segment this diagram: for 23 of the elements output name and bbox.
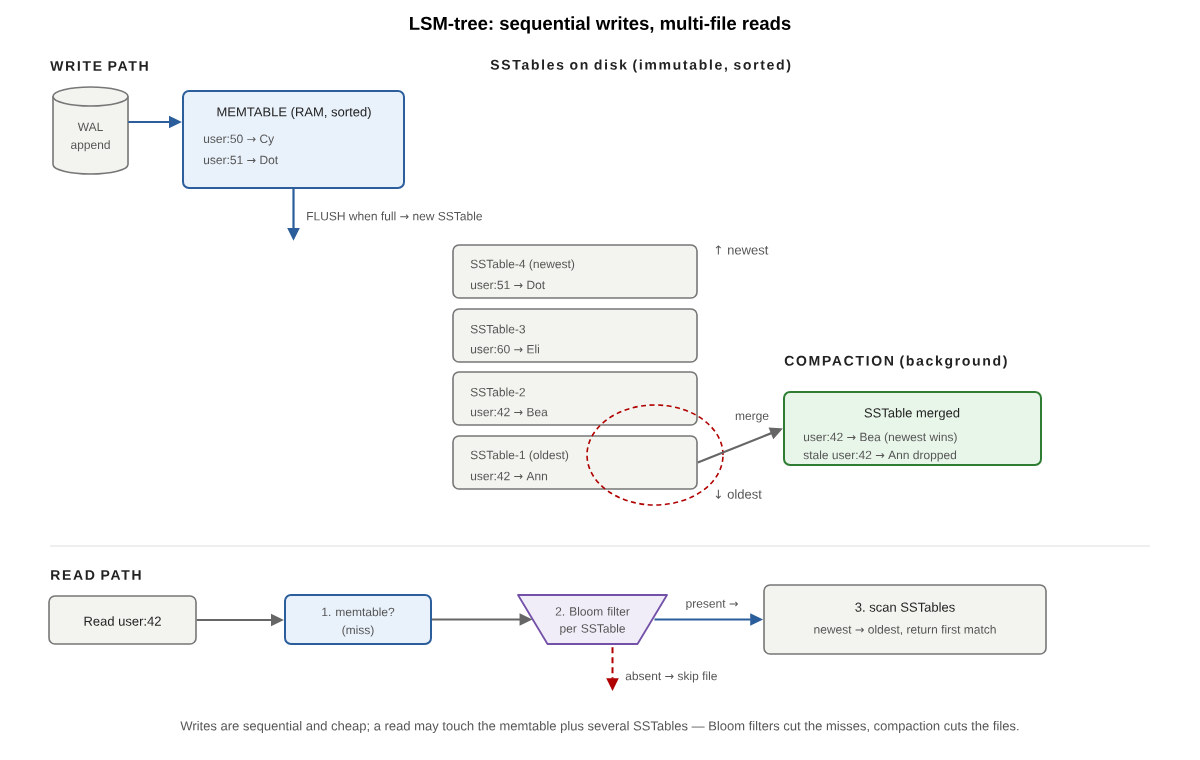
- section-heading: SSTables on disk (immutable, sorted): [490, 59, 791, 73]
- table-box: SSTable-1 (oldest) user:42 → Ann: [452, 435, 698, 490]
- table-box: SSTable-2 user:42 → Bea: [452, 371, 698, 426]
- table-box: SSTable merged user:42 → Bea (newest wins) stale user:42 → Ann dropped: [783, 391, 1042, 466]
- edge-label: present →: [686, 599, 738, 611]
- table-box: SSTable-3 user:60 → Eli: [452, 308, 698, 363]
- order-note: ↓ oldest: [715, 489, 762, 499]
- filter-trapezoid: 2. Bloom filter per SSTable: [517, 594, 668, 645]
- caption: Writes are sequential and cheap; a read may touch the memtable plus several SSTables — Bloom filters cut the misses, compaction cuts the files.: [180, 720, 1019, 734]
- step-box: 1. memtable? (miss): [284, 594, 432, 645]
- order-note: ↑ newest: [715, 245, 769, 255]
- section-heading: READ PATH: [51, 570, 141, 580]
- edge-label: absent → skip file: [625, 671, 717, 683]
- section-heading: COMPACTION (background): [784, 355, 1007, 369]
- section-heading: WRITE PATH: [50, 61, 148, 71]
- table-box: SSTable-4 (newest) user:51 → Dot: [452, 244, 698, 299]
- title: LSM-tree: sequential writes, multi-file reads: [410, 16, 791, 34]
- table-box: MEMTABLE (RAM, sorted) user:50 → Cy user:51 → Dot: [182, 90, 405, 189]
- storage-cylinder: WAL append: [52, 86, 129, 175]
- step-box: 3. scan SSTables newest → oldest, return first match: [763, 584, 1047, 655]
- edge-label: merge: [735, 413, 769, 423]
- request-box: Read user:42: [48, 595, 197, 645]
- edge-label: FLUSH when full → new SSTable: [307, 211, 482, 221]
